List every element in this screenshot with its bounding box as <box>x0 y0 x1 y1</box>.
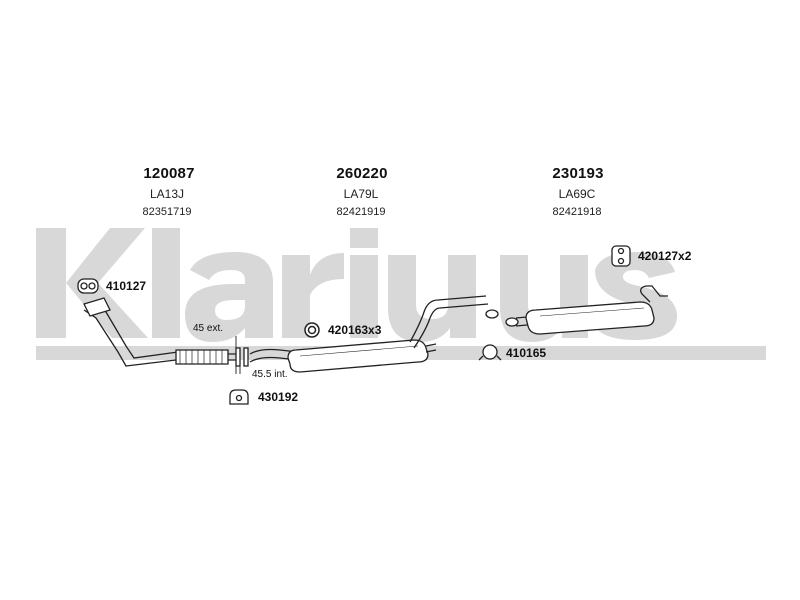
label-rubber-mount-rear: 420127x2 <box>638 249 692 263</box>
oe-number-front-pipe: 82351719 <box>142 206 192 218</box>
bracket-icon <box>229 389 249 405</box>
part-number-front-pipe: 120087 <box>143 165 195 182</box>
part-number-rear: 230193 <box>552 165 604 182</box>
clamp-icon <box>478 344 502 361</box>
klarius-watermark-logo <box>36 228 766 360</box>
gasket-icon <box>77 278 99 294</box>
oe-number-middle: 82421919 <box>336 206 386 218</box>
part-number-middle: 260220 <box>336 165 388 182</box>
front-pipe <box>83 297 249 367</box>
label-bracket-front: 430192 <box>258 390 299 404</box>
dimension-int: 45.5 int. <box>252 369 288 380</box>
rubber-ring-icon <box>304 322 320 338</box>
label-clamp-mid: 410165 <box>506 346 547 360</box>
dimension-marks <box>235 336 241 374</box>
middle-silencer <box>249 295 499 373</box>
part-code-middle: LA79L <box>343 187 379 201</box>
oe-number-rear: 82421918 <box>552 206 602 218</box>
rear-silencer <box>505 285 668 335</box>
part-code-front-pipe: LA13J <box>149 187 185 201</box>
hanger-icon <box>611 245 631 267</box>
label-gasket-front: 410127 <box>106 279 147 293</box>
dimension-ext: 45 ext. <box>193 323 224 334</box>
part-code-rear: LA69C <box>558 187 596 201</box>
label-rubber-mount-mid: 420163x3 <box>328 323 382 337</box>
